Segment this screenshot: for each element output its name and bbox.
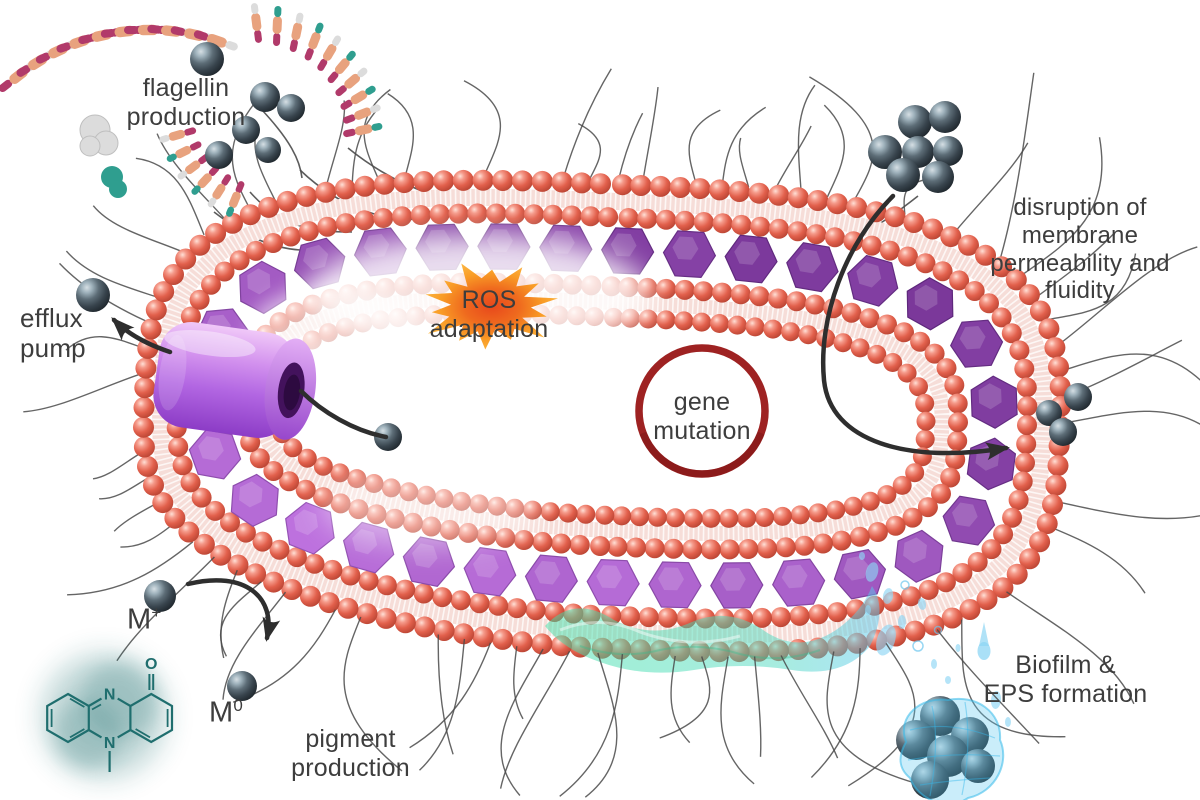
flagellin-protein-monomers xyxy=(0,3,383,217)
ros-adaptation-starburst xyxy=(425,263,558,350)
eps-secretion-layer xyxy=(545,586,880,673)
membrane-crossing-arrow xyxy=(820,193,1010,461)
flagella-pili-back xyxy=(23,68,1200,596)
flagellin-label-line2: production xyxy=(126,103,246,131)
efflux-pump-label: efflux pump xyxy=(20,303,86,364)
efflux-arrow-in xyxy=(298,388,389,440)
gene-mutation-label: gene mutation xyxy=(653,388,751,445)
flagella-pili-front xyxy=(116,556,1135,798)
gene-mutation-plasmid-ring xyxy=(635,344,769,478)
biofilm-droplets xyxy=(859,552,1011,727)
molecule-n-bottom: N xyxy=(104,735,116,752)
molecule-n-top: N xyxy=(104,687,116,704)
pigment-production-label: pigment production xyxy=(291,725,410,782)
ros-adaptation-label: ROS adaptation xyxy=(429,286,549,343)
flagellin-label-line1: flagellin xyxy=(142,74,230,102)
biofilm-eps-label: Biofilm & EPS formation xyxy=(983,651,1148,708)
reduction-arrow xyxy=(185,578,281,642)
pyocyanin-pigment-molecule: N N O xyxy=(42,654,174,778)
flow-arrows xyxy=(111,193,1010,642)
cell-membrane-bilayers xyxy=(133,169,1071,663)
ion-oxidized-label: M+ xyxy=(127,603,162,636)
membrane-disruption-label: disruption of membrane permeability and … xyxy=(990,194,1170,305)
efflux-pump xyxy=(153,322,317,440)
biofilm-eps-cluster xyxy=(896,696,1005,800)
efflux-arrow-out xyxy=(111,317,173,355)
ion-reduced-label: M0 xyxy=(209,696,244,729)
flagellin-production-label: flagellin production xyxy=(86,74,286,132)
molecule-o: O xyxy=(145,656,157,673)
